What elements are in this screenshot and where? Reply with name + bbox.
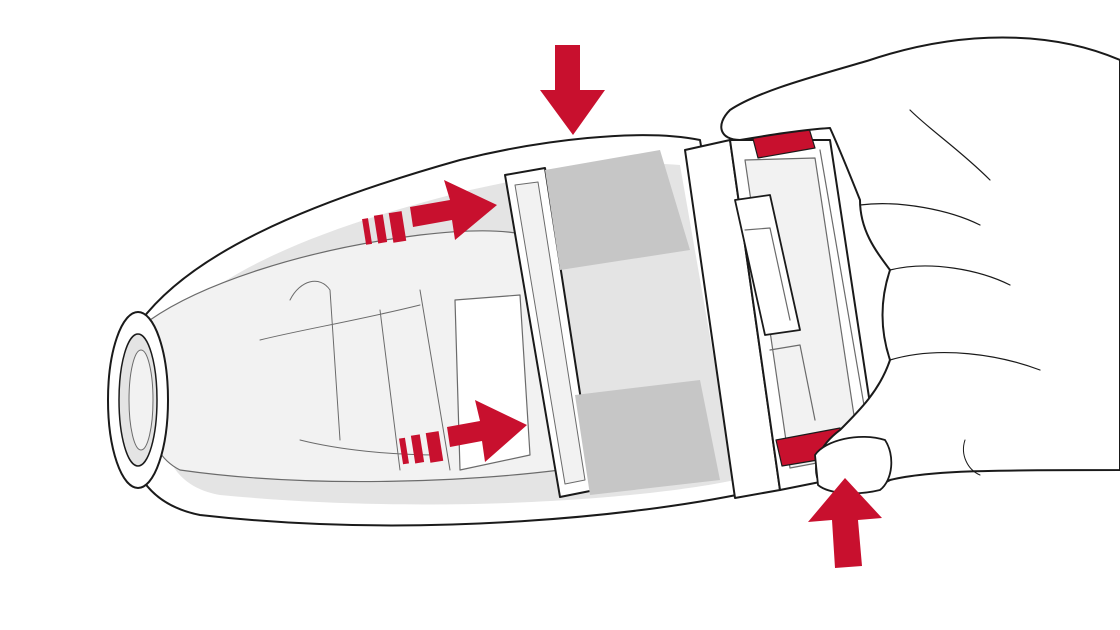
chamber-lower (575, 380, 720, 495)
chamber-upper (545, 150, 690, 270)
arrow-top-down (540, 45, 605, 135)
arrow-lower-push (399, 400, 527, 465)
motor-unit (684, 139, 881, 499)
hand-thumb (814, 436, 893, 495)
hand (720, 36, 1120, 495)
arrow-bottom-up (808, 478, 882, 568)
nozzle-ring (107, 311, 169, 489)
bag-detail-lines (259, 280, 451, 471)
arrow-upper-push (362, 180, 497, 245)
